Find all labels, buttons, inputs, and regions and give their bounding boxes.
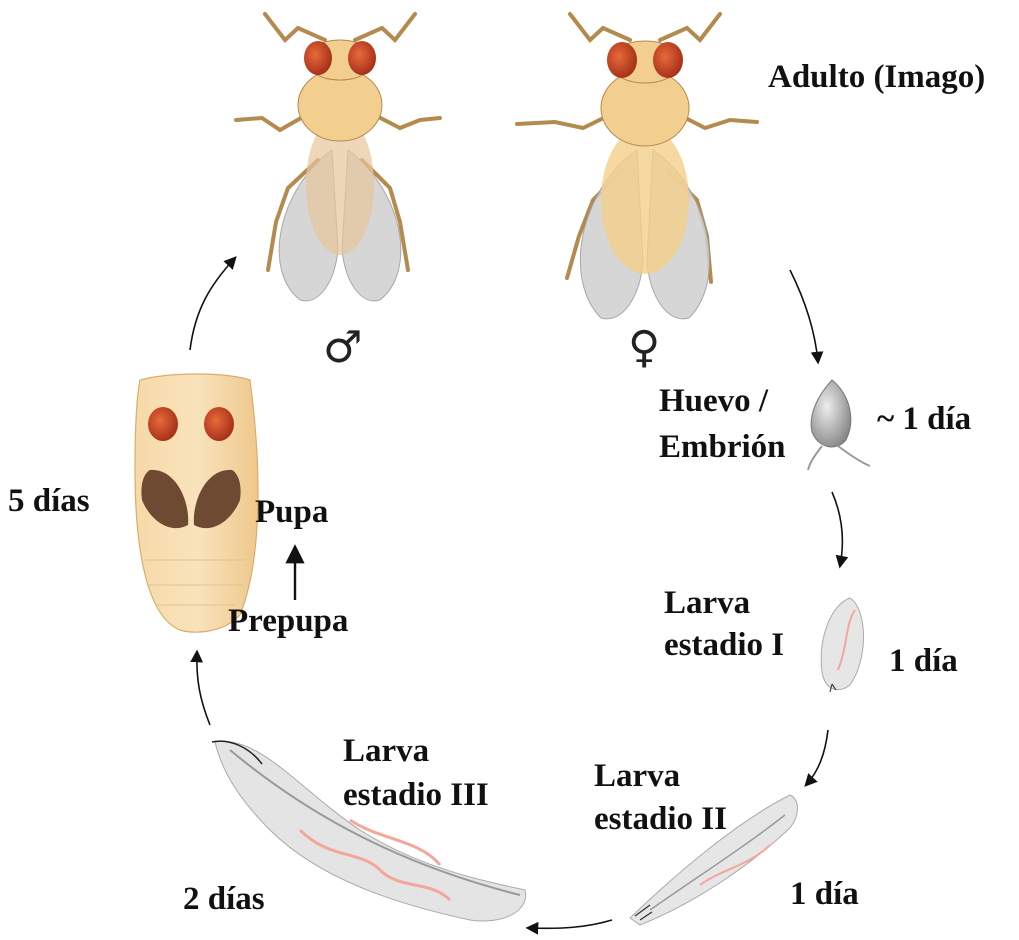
larva3-duration: 2 días [183, 880, 265, 918]
larva1-duration: 1 día [889, 642, 958, 680]
larva2-duration: 1 día [790, 875, 859, 913]
egg-label-line1: Huevo / [659, 382, 768, 420]
arrow-pupa-to-adult [190, 258, 235, 350]
larva3-label-line2: estadio III [343, 776, 489, 814]
pupa-label: Pupa [255, 493, 328, 531]
arrow-egg-to-larva1 [832, 492, 842, 566]
male-symbol: ♂ [323, 326, 362, 370]
larva3-label-line1: Larva [343, 732, 429, 770]
arrow-adult-to-egg [790, 270, 818, 362]
female-symbol: ♀ [628, 326, 660, 370]
egg-label-line2: Embrión [659, 428, 786, 466]
larva2-label-line1: Larva [594, 757, 680, 795]
prepupa-label: Prepupa [228, 602, 348, 640]
pupa-illustration [135, 374, 258, 632]
larva1-label-line1: Larva [664, 584, 750, 622]
arrow-larva3-to-pupa [197, 652, 210, 725]
pupa-duration: 5 días [8, 482, 90, 520]
adult-label: Adulto (Imago) [768, 58, 985, 96]
larva1-illustration [821, 598, 863, 692]
arrow-larva2-to-larva3 [528, 920, 612, 928]
female-fly-illustration [517, 14, 757, 319]
egg-duration: ~ 1 día [877, 400, 971, 438]
larva2-label-line2: estadio II [594, 800, 727, 838]
male-fly-illustration [236, 14, 440, 301]
arrow-larva1-to-larva2 [806, 730, 828, 785]
larva1-label-line2: estadio I [664, 626, 784, 664]
egg-illustration [808, 380, 870, 470]
